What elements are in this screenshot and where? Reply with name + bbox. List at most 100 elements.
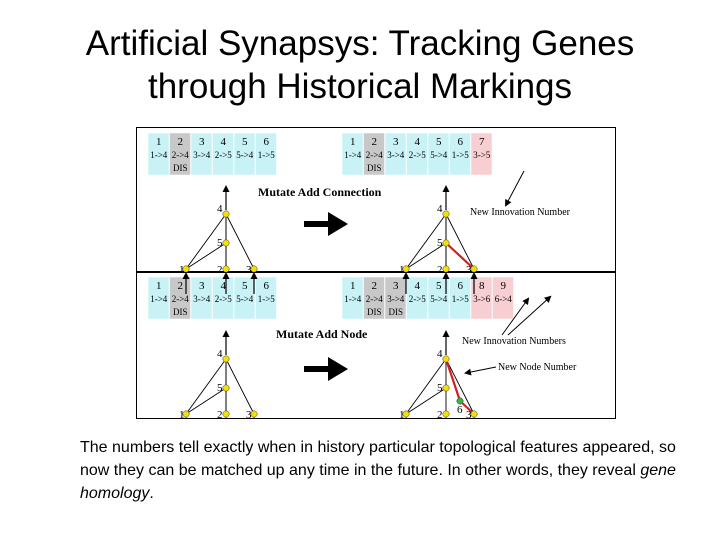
node-label: 2 — [437, 409, 443, 419]
connection-label: 1->5 — [452, 294, 470, 304]
innovation-number: 5 — [242, 280, 248, 292]
innovation-number: 6 — [264, 136, 270, 148]
connection-label: 2->5 — [409, 150, 427, 160]
node-1 — [402, 265, 410, 273]
gene-cell: 73->5 — [470, 132, 493, 176]
disabled-flag: DIS — [173, 307, 188, 317]
gene-cell: 42->5 — [406, 276, 428, 320]
new-innovation-numbers-note: New Innovation Numbers — [462, 336, 566, 347]
node-label: 2 — [217, 409, 223, 419]
node-4 — [222, 355, 230, 363]
node-4 — [442, 355, 450, 363]
gene-cell: 8 3->6 — [470, 276, 493, 320]
title-line-2: through Historical Markings — [147, 67, 573, 106]
connection-label: 1->4 — [344, 150, 362, 160]
innovation-number: 4 — [221, 136, 227, 148]
innovation-pointer-8 — [501, 297, 530, 336]
disabled-flag: DIS — [367, 163, 382, 173]
connection-label: 2->4 — [172, 294, 190, 304]
gene-cell: 5 5->4 — [427, 276, 450, 320]
gene-cell: 42->5 — [212, 132, 234, 176]
node-label: 3 — [246, 264, 252, 276]
innovation-number: 5 — [436, 136, 442, 148]
connection-label: 1->5 — [258, 294, 276, 304]
node-label: 5 — [437, 382, 443, 394]
gene-cell: 6 1->5 — [255, 132, 277, 176]
connection-line — [185, 242, 227, 270]
node-5 — [442, 384, 450, 392]
connection-label: 5->4 — [236, 150, 254, 160]
node-label: 4 — [217, 348, 223, 360]
new-connection-line — [444, 358, 462, 402]
connection-line — [445, 358, 475, 415]
connection-label: 3->6 — [473, 294, 491, 304]
node-label: 2 — [217, 264, 223, 276]
node-label: 5 — [217, 382, 223, 394]
connection-label: 1->4 — [150, 294, 168, 304]
connection-label: 1->5 — [452, 150, 470, 160]
connection-label: 1->5 — [258, 150, 276, 160]
node-label: 5 — [217, 237, 223, 249]
gene-cell: 42->5 — [406, 132, 428, 176]
mutate-add-node-label: Mutate Add Node — [276, 327, 368, 341]
node-6 — [456, 397, 464, 405]
connection-label: 3->4 — [193, 294, 211, 304]
node-label: 4 — [437, 203, 443, 215]
innovation-number: 6 — [458, 136, 464, 148]
node-label: 4 — [217, 203, 223, 215]
gene-cell: 11->4 — [147, 132, 170, 176]
node-1 — [182, 265, 190, 273]
slide-title: Artificial Synapsys: Tracking Genes thro… — [0, 22, 720, 108]
node-3 — [470, 265, 478, 273]
innovation-number: 2 — [178, 280, 184, 292]
connection-label: 3->5 — [473, 150, 491, 160]
node-3 — [250, 265, 258, 273]
gene-cell: 5 5->4 — [427, 132, 450, 176]
disabled-flag: DIS — [173, 163, 188, 173]
new-connection-line — [445, 242, 475, 270]
node-label: 2 — [437, 264, 443, 276]
node-2 — [442, 265, 450, 273]
gene-cell: 55->4 — [233, 276, 256, 320]
innovation-number: 6 — [264, 280, 270, 292]
node-2 — [222, 410, 230, 418]
gene-cell: 11->4 — [341, 132, 364, 176]
node-label: 3 — [246, 409, 252, 419]
caption-end: . — [149, 485, 154, 502]
network-bottom-left: 1 2 3 4 5 — [179, 330, 258, 419]
node-label: 4 — [437, 348, 443, 360]
innovation-number: 3 — [393, 280, 399, 292]
gene-cell: 96->4 — [492, 276, 514, 320]
connection-line — [185, 358, 227, 415]
gene-cell: 6 1->5 — [449, 132, 471, 176]
connection-label: 5->4 — [430, 150, 448, 160]
gene-cell: 42->5 — [212, 276, 234, 320]
node-4 — [222, 210, 230, 218]
bottom-right-genome: 11->422->4DIS33->4DIS42->555->461->583->… — [341, 276, 514, 320]
new-innovation-number-note: New Innovation Number — [470, 207, 571, 218]
top-transition-arrow — [304, 212, 348, 236]
connection-line — [225, 213, 255, 270]
node-2 — [222, 265, 230, 273]
innovation-number: 5 — [436, 280, 442, 292]
title-line-1: Artificial Synapsys: Tracking Genes — [85, 24, 635, 63]
gene-cell: 11->4 — [147, 276, 170, 320]
node-3 — [250, 410, 258, 418]
connection-label: 5->4 — [430, 294, 448, 304]
innovation-number: 1 — [156, 136, 162, 148]
innovation-number: 4 — [415, 280, 421, 292]
innovation-number: 2 — [372, 280, 378, 292]
node-label: 3 — [466, 409, 472, 419]
innovation-number: 8 — [479, 280, 485, 292]
innovation-pointer-top — [505, 170, 525, 207]
bottom-transition-arrow — [304, 357, 348, 381]
node-label: 1 — [179, 409, 185, 419]
